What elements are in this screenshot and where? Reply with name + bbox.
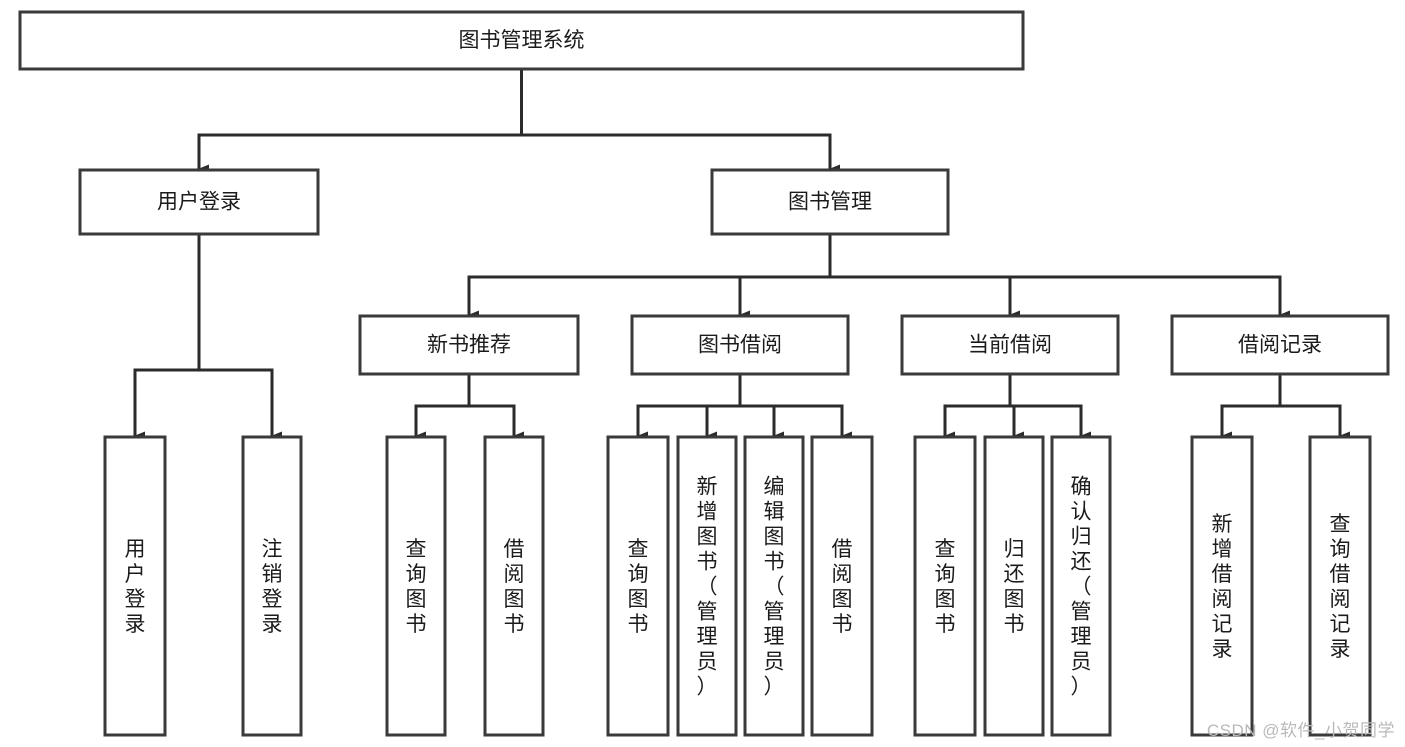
node-leaf-新增借阅记录[interactable]: 新增借阅记录 — [1190, 435, 1254, 737]
node-box — [810, 435, 874, 737]
node-label: 注销登录 — [262, 538, 283, 636]
node-l3-新书推荐[interactable]: 新书推荐 — [358, 314, 580, 376]
node-label: 查询图书 — [406, 538, 427, 636]
node-box — [358, 314, 580, 376]
node-box — [710, 168, 950, 236]
node-leaf-借阅图书[interactable]: 借阅图书 — [483, 435, 545, 737]
node-leaf-编辑图书管理员[interactable]: 编辑图书（管理员） — [743, 435, 805, 737]
node-box — [78, 168, 320, 236]
node-l2-图书管理[interactable]: 图书管理 — [710, 168, 950, 236]
node-label: 图书管理系统 — [459, 29, 585, 52]
node-box — [630, 314, 850, 376]
node-label: 查询图书 — [935, 538, 956, 636]
node-leaf-新增图书管理员[interactable]: 新增图书（管理员） — [676, 435, 738, 737]
node-box — [1190, 435, 1254, 737]
node-label: 新书推荐 — [427, 334, 511, 357]
node-label: 图书借阅 — [698, 334, 782, 357]
node-layer: 图书管理系统用户登录图书管理新书推荐图书借阅当前借阅借阅记录用户登录注销登录查询… — [18, 10, 1390, 737]
node-box — [241, 435, 303, 737]
node-box — [913, 435, 977, 737]
node-label: 借阅图书 — [832, 538, 853, 636]
node-leaf-确认归还管理员[interactable]: 确认归还（管理员） — [1050, 435, 1112, 737]
node-box — [983, 435, 1045, 737]
node-box — [1308, 435, 1372, 737]
node-box — [1170, 314, 1390, 376]
node-label: 确认归还（管理员） — [1071, 476, 1092, 699]
node-leaf-查询图书[interactable]: 查询图书 — [913, 435, 977, 737]
node-label: 借阅图书 — [504, 538, 525, 636]
node-label: 新增借阅记录 — [1212, 513, 1233, 661]
node-label: 当前借阅 — [968, 334, 1052, 357]
node-l3-当前借阅[interactable]: 当前借阅 — [900, 314, 1120, 376]
node-box — [385, 435, 447, 737]
node-label: 借阅记录 — [1238, 334, 1322, 357]
node-label: 查询图书 — [628, 538, 649, 636]
connector-layer — [133, 67, 1350, 441]
node-label: 编辑图书（管理员） — [764, 476, 785, 699]
node-box — [606, 435, 670, 737]
node-leaf-查询图书[interactable]: 查询图书 — [606, 435, 670, 737]
node-l2-用户登录[interactable]: 用户登录 — [78, 168, 320, 236]
node-label: 归还图书 — [1004, 538, 1025, 636]
watermark-label: CSDN @软件_小贺同学 — [1206, 721, 1395, 740]
node-root-图书管理系统[interactable]: 图书管理系统 — [18, 10, 1025, 71]
node-box — [483, 435, 545, 737]
node-label: 用户登录 — [157, 191, 241, 214]
node-l3-图书借阅[interactable]: 图书借阅 — [630, 314, 850, 376]
node-leaf-注销登录[interactable]: 注销登录 — [241, 435, 303, 737]
node-leaf-借阅图书[interactable]: 借阅图书 — [810, 435, 874, 737]
node-box — [1050, 435, 1112, 737]
node-label: 新增图书（管理员） — [697, 476, 718, 699]
node-label: 查询借阅记录 — [1330, 513, 1351, 661]
node-box — [18, 10, 1025, 71]
node-leaf-查询图书[interactable]: 查询图书 — [385, 435, 447, 737]
node-leaf-归还图书[interactable]: 归还图书 — [983, 435, 1045, 737]
node-label: 图书管理 — [788, 191, 872, 214]
node-label: 用户登录 — [125, 538, 146, 636]
node-l3-借阅记录[interactable]: 借阅记录 — [1170, 314, 1390, 376]
node-leaf-查询借阅记录[interactable]: 查询借阅记录 — [1308, 435, 1372, 737]
node-box — [900, 314, 1120, 376]
node-box — [743, 435, 805, 737]
node-box — [676, 435, 738, 737]
node-box — [103, 435, 167, 737]
node-leaf-用户登录[interactable]: 用户登录 — [103, 435, 167, 737]
